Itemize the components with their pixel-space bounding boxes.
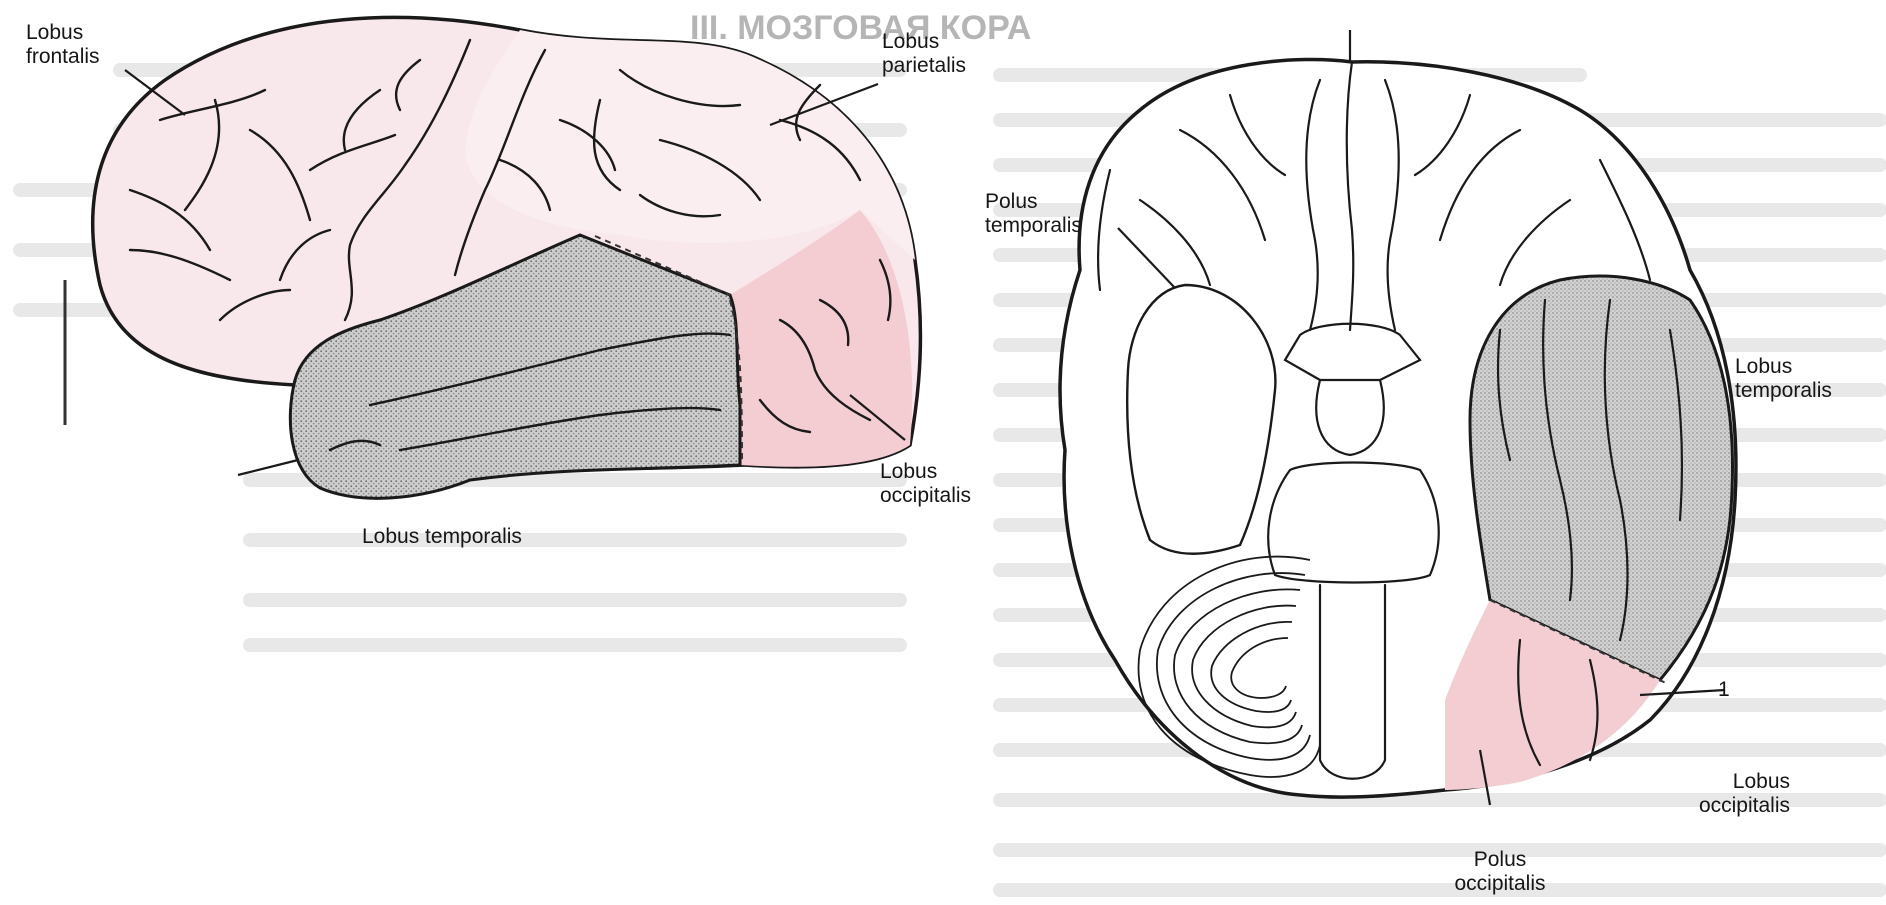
label-lobus-parietalis: Lobus parietalis xyxy=(882,30,966,78)
label-lobus-occipitalis-lateral: Lobus occipitalis xyxy=(880,460,971,508)
label-lobus-occipitalis-basal: Lobus occipitalis xyxy=(1660,770,1790,818)
label-marker-1: 1 xyxy=(1718,678,1730,702)
label-lobus-frontalis: Lobus frontalis xyxy=(26,21,100,69)
label-lobus-temporalis-basal: Lobus temporalis xyxy=(1735,355,1832,403)
label-lobus-temporalis-lateral: Lobus temporalis xyxy=(362,525,522,549)
label-polus-temporalis: Polus temporalis xyxy=(985,190,1082,238)
basal-brain-view xyxy=(1060,30,1736,805)
lateral-brain-view xyxy=(65,17,920,498)
label-polus-occipitalis: Polus occipitalis xyxy=(1430,848,1570,896)
background-heading: III. МОЗГОВАЯ КОРА xyxy=(690,8,1031,48)
